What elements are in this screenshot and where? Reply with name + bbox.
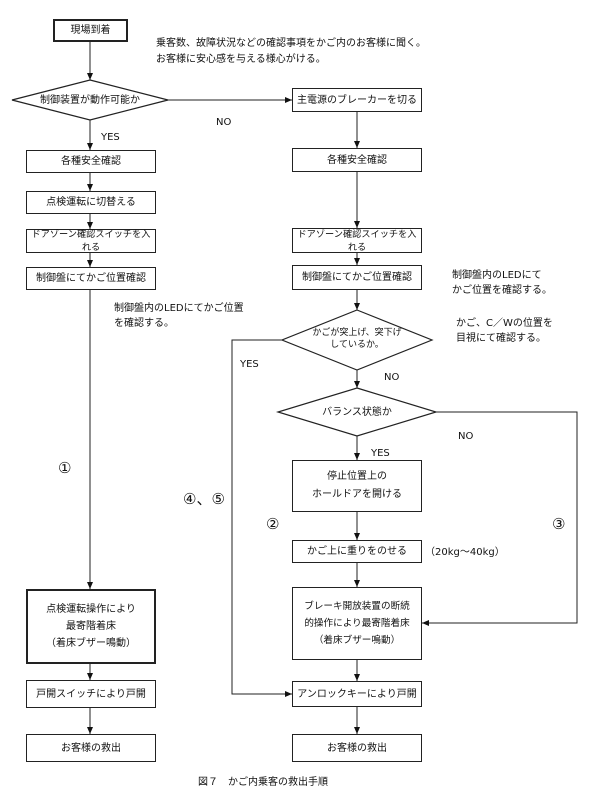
decision-operable-shape <box>11 79 169 121</box>
label-yes-stuck: YES <box>240 359 259 370</box>
node-start: 現場到着 <box>53 19 128 42</box>
decision-stuck-shape <box>280 309 434 371</box>
label-route-1: ① <box>58 459 72 477</box>
node-right-unlock: アンロックキーにより戸開 <box>292 681 422 707</box>
note-left-led: 制御盤内のLEDにてかご位置 を確認する。 <box>114 303 244 329</box>
label-route-4-5: ④、⑤ <box>183 490 225 508</box>
node-left-open: 戸開スイッチにより戸開 <box>26 680 156 708</box>
label-yes-operable: YES <box>101 132 120 143</box>
decision-operable-label: 制御装置が動作可能か <box>40 95 140 106</box>
node-left-move: 点検運転操作により 最寄階着床 （着床ブザー鳴動） <box>26 589 156 664</box>
node-right-position: 制御盤にてかご位置確認 <box>292 265 422 290</box>
node-right-weight: かご上に重りをのせる <box>292 540 422 563</box>
node-right-door: ドアゾーン確認スイッチを入れる <box>292 228 422 253</box>
label-route-2: ② <box>266 515 280 533</box>
node-left-position: 制御盤にてかご位置確認 <box>26 267 156 290</box>
note-top: 乗客数、故障状況などの確認事項をかご内のお客様に聞く。 お客様に安心感を与える様… <box>156 38 426 65</box>
node-left-inspect: 点検運転に切替える <box>26 191 156 214</box>
decision-stuck-label: かごが突上げ、突下げ しているか。 <box>312 328 402 350</box>
note-cw: かご、C／Wの位置を 目視にて確認する。 <box>456 318 553 344</box>
label-no-balance: NO <box>458 431 474 442</box>
decision-balance-shape <box>275 387 439 437</box>
note-right-led: 制御盤内のLEDにて かご位置を確認する。 <box>452 270 552 296</box>
node-right-breaker: 主電源のブレーカーを切る <box>292 88 422 112</box>
edge-stuck-yes-route45 <box>231 339 292 697</box>
decision-balance-label: バランス状態か <box>322 407 392 418</box>
label-route-3: ③ <box>552 515 566 533</box>
node-left-safety: 各種安全確認 <box>26 150 156 173</box>
node-right-hall-door: 停止位置上の ホールドアを開ける <box>292 460 422 512</box>
edge-bal-no-route3 <box>422 411 578 626</box>
label-yes-balance: YES <box>371 448 390 459</box>
node-left-rescue: お客様の救出 <box>26 734 156 762</box>
label-no-stuck: NO <box>384 372 400 383</box>
label-no-operable: NO <box>216 117 232 128</box>
node-left-door: ドアゾーン確認スイッチを入れる <box>26 229 156 253</box>
note-weight-range: （20kg～40kg） <box>425 547 505 558</box>
node-right-brake: ブレーキ開放装置の断続 的操作により最寄階着床 （着床ブザー鳴動） <box>292 587 422 660</box>
figure-caption: 図７ かご内乗客の救出手順 <box>198 777 328 788</box>
node-right-rescue: お客様の救出 <box>292 734 422 762</box>
node-right-safety: 各種安全確認 <box>292 148 422 172</box>
